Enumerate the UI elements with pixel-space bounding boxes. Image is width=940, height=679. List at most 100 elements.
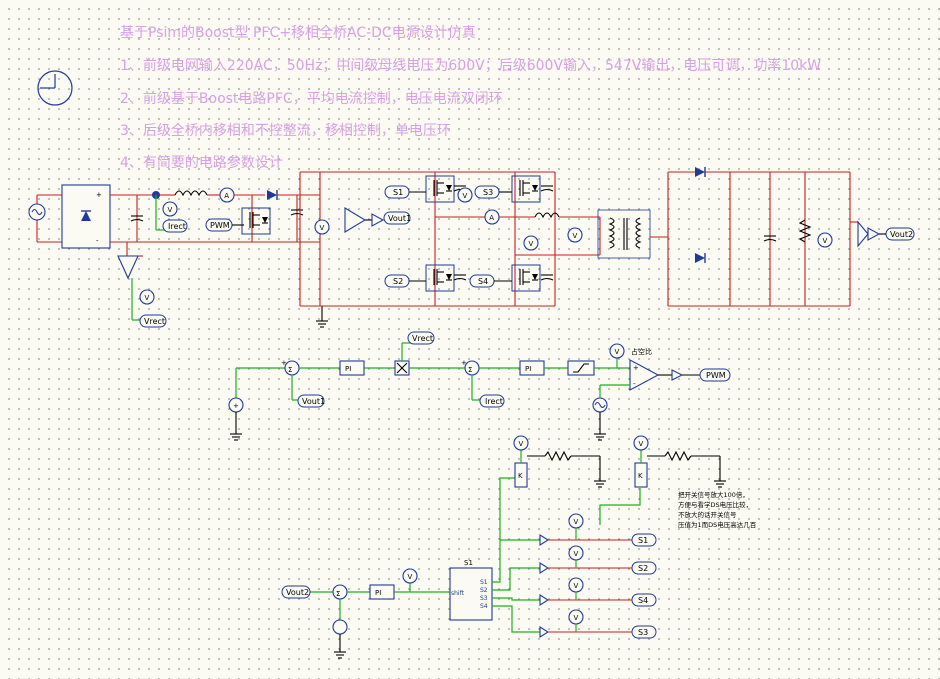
- svg-text:+: +: [281, 359, 287, 367]
- svg-text:S1: S1: [480, 579, 488, 586]
- svg-text:S1: S1: [638, 536, 648, 545]
- tag-vrect-1: Vrect: [139, 314, 167, 328]
- primary-voltage-meter: [567, 227, 583, 243]
- svg-text:Vrect: Vrect: [412, 334, 433, 343]
- mosfet-s3: [511, 175, 541, 203]
- svg-text:PWM: PWM: [210, 221, 230, 230]
- svg-text:PI: PI: [345, 365, 351, 373]
- svg-text:Σ: Σ: [288, 366, 292, 374]
- svg-text:Vout2: Vout2: [286, 588, 309, 597]
- tag-vout1: Vout1: [383, 211, 411, 225]
- tag-irect-fb: Irect: [479, 394, 505, 408]
- svg-text:不放大的话开关信号: 不放大的话开关信号: [678, 510, 737, 519]
- output-voltage-meter: [817, 232, 833, 248]
- svg-text:+: +: [633, 364, 639, 372]
- mosfet-s1: [425, 175, 455, 203]
- svg-text:shift: shift: [451, 590, 465, 597]
- phase-shift-block: [449, 567, 493, 621]
- tag-s1-out: S1: [631, 533, 657, 547]
- svg-text:PWM: PWM: [706, 371, 726, 380]
- svg-text:S4: S4: [478, 277, 488, 286]
- svg-text:压值为1而DS电压高达几百: 压值为1而DS电压高达几百: [678, 520, 757, 529]
- primary-current-meter: [484, 209, 500, 225]
- shift-meter: [402, 568, 418, 584]
- scale-annotation: 把开关信号放大100倍， 方便与看学DS电压比较， 不放大的话开关信号 压值为1…: [678, 490, 757, 529]
- tag-s4-gate: S4: [469, 274, 512, 288]
- tag-vrect-2: Vrect: [407, 331, 435, 345]
- svg-text:S1: S1: [393, 188, 403, 197]
- tag-pwm: PWM: [205, 218, 244, 232]
- svg-text:S2: S2: [480, 587, 488, 594]
- s1-ds-meter: [457, 187, 473, 203]
- svg-text:Σ: Σ: [468, 366, 472, 374]
- svg-text:Vout1: Vout1: [302, 397, 325, 406]
- tag-s2-gate: S2: [384, 274, 426, 288]
- pi-controller-3: [369, 584, 395, 600]
- svg-text:K: K: [638, 472, 643, 480]
- vref2-source: [332, 619, 348, 635]
- tag-irect: Irect: [162, 219, 188, 233]
- svg-text:S4: S4: [638, 596, 648, 605]
- description-line-4: 4、有简要的电路参数设计: [120, 155, 283, 171]
- svg-text:S1: S1: [464, 559, 473, 567]
- svg-text:Σ: Σ: [336, 590, 340, 598]
- svg-text:PI: PI: [375, 589, 381, 597]
- svg-text:S2: S2: [393, 277, 403, 286]
- rect-diode-1: [694, 166, 706, 178]
- svg-text:Vout2: Vout2: [890, 230, 913, 239]
- tag-s3-gate: S3: [474, 185, 512, 199]
- tag-pwm-out: PWM: [699, 368, 731, 382]
- svg-text:+: +: [96, 191, 102, 199]
- svg-text:PI: PI: [525, 365, 531, 373]
- inductor-current-meter: [219, 187, 235, 203]
- svg-text:+: +: [461, 359, 467, 367]
- svg-text:Irect: Irect: [485, 397, 503, 406]
- svg-text:-: -: [633, 380, 636, 388]
- clock-icon: [37, 70, 73, 106]
- svg-text:Vout1: Vout1: [388, 214, 411, 223]
- rect-diode-2: [694, 252, 706, 264]
- svg-text:S4: S4: [480, 603, 488, 610]
- svg-text:把开关信号放大100倍，: 把开关信号放大100倍，: [678, 490, 749, 499]
- full-bridge: [299, 171, 601, 307]
- description-line-1: 1、前级电网输入220AC，50Hz；中间级母线电压为600V；后级600V输入…: [120, 58, 822, 74]
- bridge-rectifier: [61, 184, 111, 249]
- vrect-sensor: [117, 255, 139, 280]
- tag-s1-gate: S1: [384, 185, 426, 199]
- s4-ds-meter: [523, 235, 539, 251]
- diagram-title: 基于Psim的Boost型 PFC+移相全桥AC-DC电源设计仿真: [120, 25, 476, 41]
- vout1-sensor: [344, 207, 367, 233]
- pfc-control: + Σ PI Σ PI + -: [228, 342, 700, 441]
- pfc-inductor: [174, 190, 208, 197]
- boost-diode: [266, 189, 278, 201]
- tag-s3-out: S3: [631, 625, 657, 639]
- description-line-2: 2、前级基于Boost电路PFC，平均电流控制，电压电流双闭环: [120, 91, 503, 107]
- svg-text:S3: S3: [638, 628, 648, 637]
- duty-label: 占空比: [631, 347, 652, 356]
- svg-text:S3: S3: [480, 595, 488, 602]
- mosfet-s4: [511, 264, 541, 292]
- boost-mosfet: [241, 207, 271, 235]
- pi-controller-1: [339, 360, 365, 376]
- tag-vout2-in: Vout2: [281, 585, 311, 599]
- vrect-meter: [139, 289, 155, 305]
- load-resistor: [798, 219, 812, 243]
- pi-controller-2: [519, 360, 545, 376]
- svg-text:K: K: [518, 472, 523, 480]
- svg-text:-: -: [96, 237, 99, 245]
- tag-vout1-fb: Vout1: [297, 394, 325, 408]
- mosfet-s2: [425, 264, 455, 292]
- description-line-3: 3、后级全桥内移相和不控整流，移相控制，单电压环: [120, 123, 451, 139]
- psfb-control: Σ PI S1 shift S1 S2 S3 S4 K K: [310, 435, 727, 659]
- resonant-inductor: [534, 212, 560, 219]
- vout2-sensor: [857, 220, 869, 248]
- bus-voltage-meter: [314, 219, 330, 235]
- svg-text:+: +: [233, 402, 239, 410]
- tag-vout2-out: Vout2: [879, 227, 915, 241]
- tag-s2-out: S2: [631, 561, 657, 575]
- svg-text:Vrect: Vrect: [144, 317, 165, 326]
- svg-text:S2: S2: [638, 564, 648, 573]
- svg-text:Irect: Irect: [168, 222, 186, 231]
- transformer: [597, 209, 651, 259]
